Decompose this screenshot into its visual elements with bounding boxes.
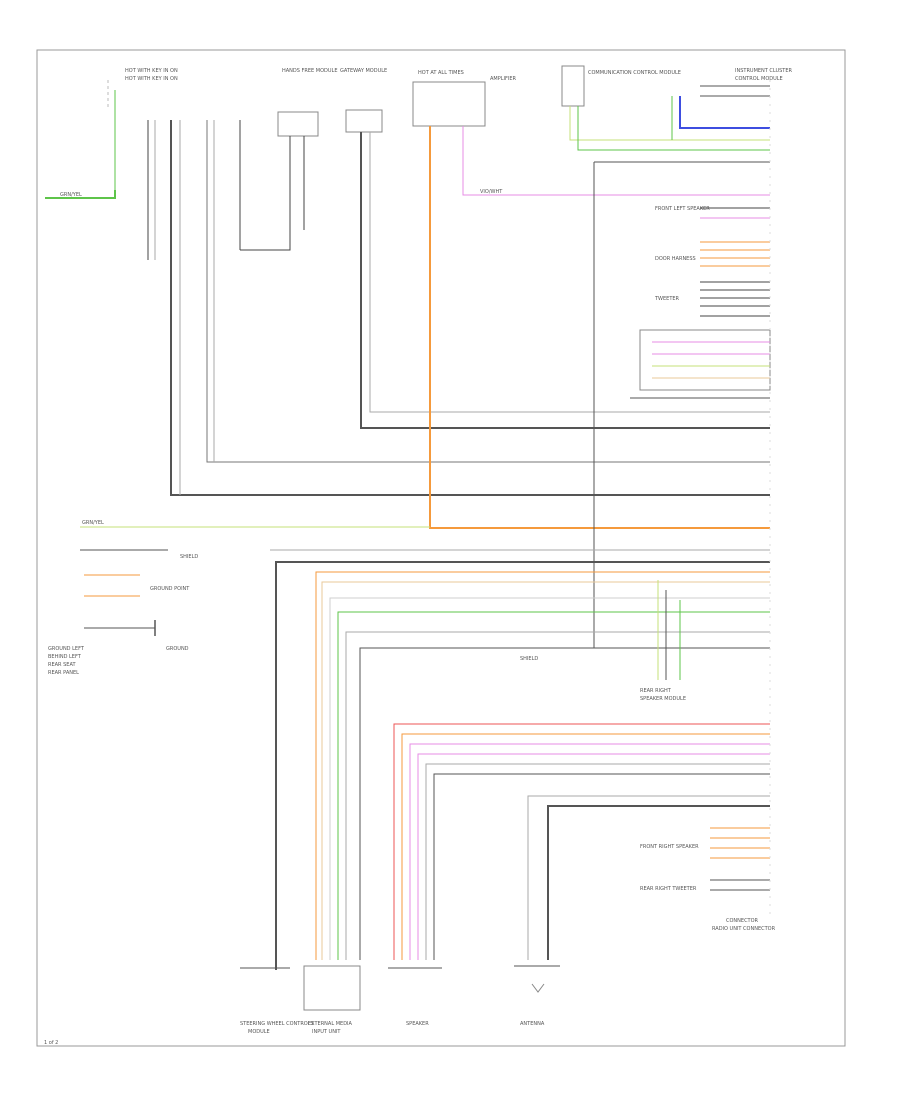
green-wire-top xyxy=(577,106,770,151)
footer-tag: 1 of 2 xyxy=(44,1040,58,1046)
bottom-label-1: STEERING WHEEL CONTROLS xyxy=(240,1021,314,1027)
left-connector-label-2: HOT WITH KEY IN ON xyxy=(125,76,178,82)
bottom-label-4: ANTENNA xyxy=(520,1021,545,1027)
ground-stack-4: REAR PANEL xyxy=(48,670,79,676)
black-wire-171 xyxy=(170,120,770,496)
ant-black xyxy=(547,805,770,960)
bottom-label-2: EXTERNAL MEDIA xyxy=(308,1021,353,1027)
sw-black xyxy=(433,773,770,960)
rb-label-3: CONNECTOR xyxy=(726,918,759,924)
bus-2 xyxy=(315,571,770,960)
bus-1 xyxy=(275,561,770,970)
sw-orange xyxy=(401,733,770,960)
fuse-box: HOT AT ALL TIMES VIO/WHT AMPLIFIER xyxy=(412,70,770,529)
rb-label-1: FRONT RIGHT SPEAKER xyxy=(640,844,699,850)
hfm-label: HANDS FREE MODULE xyxy=(282,68,338,74)
ground-stack-1: GROUND LEFT xyxy=(48,646,85,652)
gw-box xyxy=(345,109,383,133)
top-right-module: INSTRUMENT CLUSTER CONTROL MODULE xyxy=(593,68,793,648)
top-right-sublabel: CONTROL MODULE xyxy=(735,76,783,82)
bc2-box xyxy=(303,965,361,1011)
yg-wire-top xyxy=(569,106,770,141)
diagram-frame xyxy=(36,49,846,1047)
wire-207 xyxy=(206,120,770,463)
bus-6 xyxy=(345,631,770,960)
ground-label: GROUND xyxy=(166,646,189,652)
amp-label: AMPLIFIER xyxy=(490,76,517,82)
antenna-icon xyxy=(531,983,545,993)
hfm-module: HANDS FREE MODULE xyxy=(277,68,338,240)
right-speaker-group-1: FRONT LEFT SPEAKER DOOR HARNESS TWEETER xyxy=(630,206,771,399)
bus-7 xyxy=(359,647,770,960)
bottom-label-2b: INPUT UNIT xyxy=(312,1029,341,1035)
fuse-label: HOT AT ALL TIMES xyxy=(418,70,464,76)
left-connector-label: HOT WITH KEY IN ON xyxy=(125,68,178,74)
bottom-label-1b: MODULE xyxy=(248,1029,270,1035)
comm-box xyxy=(561,65,585,107)
bus-4 xyxy=(329,597,770,960)
rb-label-4: RADIO UNIT CONNECTOR xyxy=(712,926,776,932)
hfm-box xyxy=(277,111,319,137)
mid-bus: SHIELD REAR RIGHT SPEAKER MODULE xyxy=(270,549,770,970)
inner-box xyxy=(639,329,771,391)
comm-label: COMMUNICATION CONTROL MODULE xyxy=(588,70,681,76)
violet-wire xyxy=(462,126,770,196)
gw-module: GATEWAY MODULE xyxy=(340,68,770,429)
sw-violet-2 xyxy=(417,753,770,960)
top-right-label: INSTRUMENT CLUSTER xyxy=(735,68,793,74)
mid-label-2: GROUND POINT xyxy=(150,586,190,592)
ground-stack-3: REAR SEAT xyxy=(48,662,76,668)
left-connector-group: HOT WITH KEY IN ON HOT WITH KEY IN ON GR… xyxy=(45,68,770,496)
bus-5 xyxy=(337,611,770,960)
mid-label-1: SHIELD xyxy=(180,554,198,560)
pink-wire-label: VIO/WHT xyxy=(480,189,503,195)
door-harness-label: DOOR HARNESS xyxy=(655,256,696,262)
speaker-wires xyxy=(393,723,770,960)
rb-label-2: REAR RIGHT TWEETER xyxy=(640,886,697,892)
orange-wire xyxy=(429,126,770,529)
rear-module-label: REAR RIGHT xyxy=(640,688,672,694)
gw-gray-wire xyxy=(369,132,770,413)
blue-wire xyxy=(679,96,770,129)
speaker-fl-label: FRONT LEFT SPEAKER xyxy=(655,206,710,212)
wire-240-loop xyxy=(240,200,291,251)
bottom-components: STEERING WHEEL CONTROLS MODULE EXTERNAL … xyxy=(240,965,560,1035)
bottom-right-speakers: FRONT RIGHT SPEAKER REAR RIGHT TWEETER C… xyxy=(640,827,776,932)
bus-label: SHIELD xyxy=(520,656,538,662)
bus-3 xyxy=(321,581,770,960)
sw-violet-1 xyxy=(409,743,770,960)
bottom-label-3: SPEAKER xyxy=(406,1021,429,1027)
sw-gray xyxy=(425,763,770,960)
tweeter-label: TWEETER xyxy=(654,296,680,302)
green-wire-label: GRN/YEL xyxy=(60,192,82,198)
gw-black-wire xyxy=(360,132,770,429)
green-wire xyxy=(45,190,116,199)
ground-stack-2: BEHIND LEFT xyxy=(48,654,82,660)
ant-gray xyxy=(527,795,770,960)
rear-module-sublabel: SPEAKER MODULE xyxy=(640,696,686,702)
fuse-rect xyxy=(412,81,486,127)
ground-block: GRN/YEL SHIELD GROUND POINT GROUND GROUN… xyxy=(48,520,430,676)
comm-module: COMMUNICATION CONTROL MODULE xyxy=(561,65,770,151)
sw-red xyxy=(393,723,770,960)
mid-wire-label: GRN/YEL xyxy=(82,520,104,526)
gw-label: GATEWAY MODULE xyxy=(340,68,387,74)
